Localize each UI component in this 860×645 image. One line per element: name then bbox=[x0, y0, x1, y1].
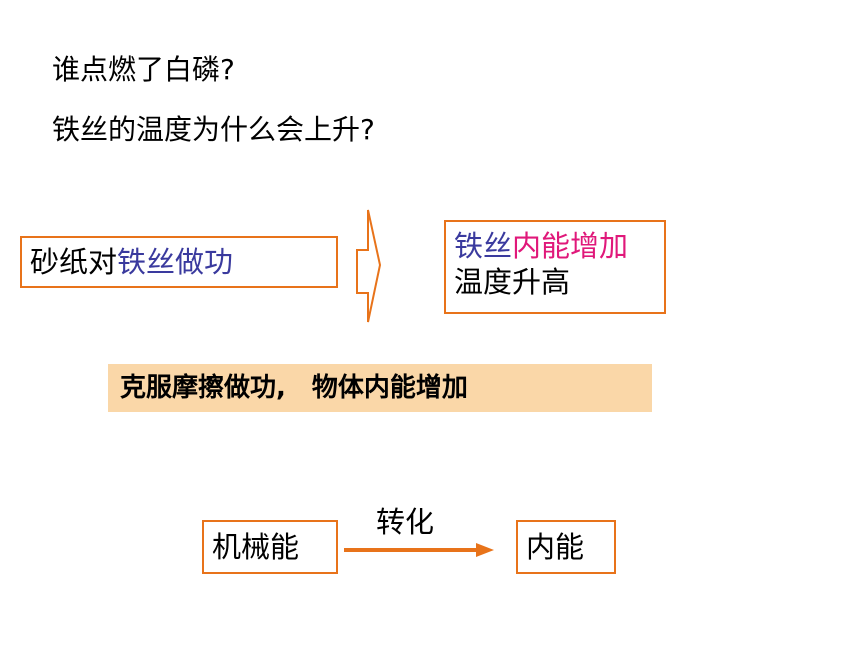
mechanical-energy-box: 机械能 bbox=[202, 520, 338, 574]
mechanical-energy-label: 机械能 bbox=[212, 530, 300, 564]
conclusion-part1: 克服摩擦做功, bbox=[120, 373, 286, 403]
conversion-label: 转化 bbox=[376, 505, 435, 539]
effect-line-1-part1: 铁丝 bbox=[454, 229, 513, 263]
cause-text: 砂纸对铁丝做功 bbox=[30, 238, 336, 286]
chevron-arrow-icon bbox=[356, 209, 382, 323]
internal-energy-box: 内能 bbox=[516, 520, 616, 574]
internal-energy-label: 内能 bbox=[526, 530, 585, 564]
effect-line-2: 温度升高 bbox=[454, 265, 571, 299]
conversion-arrow-icon bbox=[344, 543, 494, 557]
cause-box: 砂纸对铁丝做功 bbox=[20, 236, 338, 288]
question-1: 谁点燃了白磷? bbox=[52, 53, 235, 86]
effect-box: 铁丝内能增加 温度升高 bbox=[444, 220, 666, 314]
conclusion-band: 克服摩擦做功, 物体内能增加 bbox=[108, 364, 652, 412]
effect-line-1: 铁丝内能增加 bbox=[454, 228, 664, 264]
question-2: 铁丝的温度为什么会上升? bbox=[52, 113, 375, 146]
effect-line-1-part2: 内能增加 bbox=[512, 229, 629, 263]
cause-text-part2: 铁丝做功 bbox=[117, 245, 234, 279]
cause-text-part1: 砂纸对 bbox=[30, 245, 118, 279]
conclusion-part2: 物体内能增加 bbox=[311, 373, 468, 403]
